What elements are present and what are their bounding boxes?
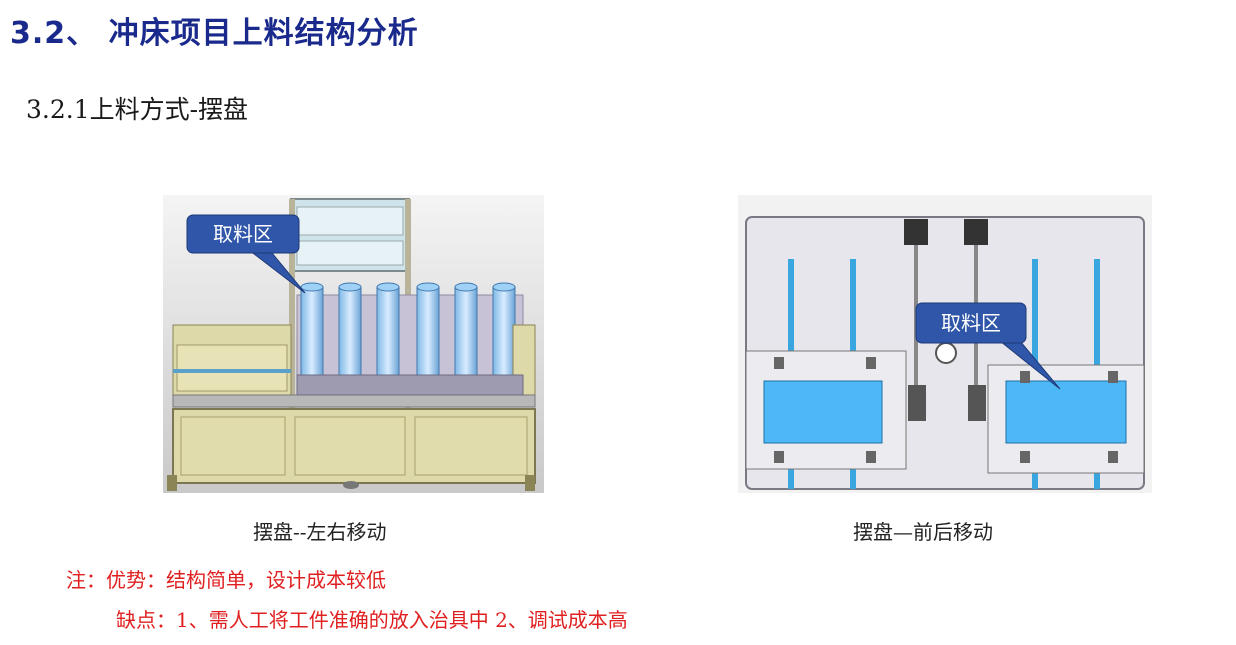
section-subtitle: 3.2.1上料方式-摆盘 <box>26 95 249 124</box>
machine-top-view-illustration: 取料区 <box>738 195 1152 493</box>
figure-caption-front-back: 摆盘—前后移动 <box>853 520 993 544</box>
machine-front-view-illustration: 取料区 <box>163 195 544 493</box>
note-disadvantages: 缺点：1、需人工将工件准确的放入治具中 2、调试成本高 <box>116 608 628 632</box>
left-tray <box>763 380 883 444</box>
page-title: 3.2、 冲床项目上料结构分析 <box>10 16 419 51</box>
callout-label: 取料区 <box>941 311 1001 335</box>
figure-caption-left-right: 摆盘--左右移动 <box>253 520 387 544</box>
right-tray <box>1005 380 1127 444</box>
figure-left-right-tray: 取料区 <box>163 195 544 493</box>
callout-bubble <box>186 214 300 254</box>
note-advantages: 注：优势：结构简单，设计成本较低 <box>66 568 386 592</box>
callout-bubble <box>915 302 1027 344</box>
figure-front-back-tray: 取料区 <box>738 195 1152 493</box>
callout-label: 取料区 <box>213 222 273 246</box>
